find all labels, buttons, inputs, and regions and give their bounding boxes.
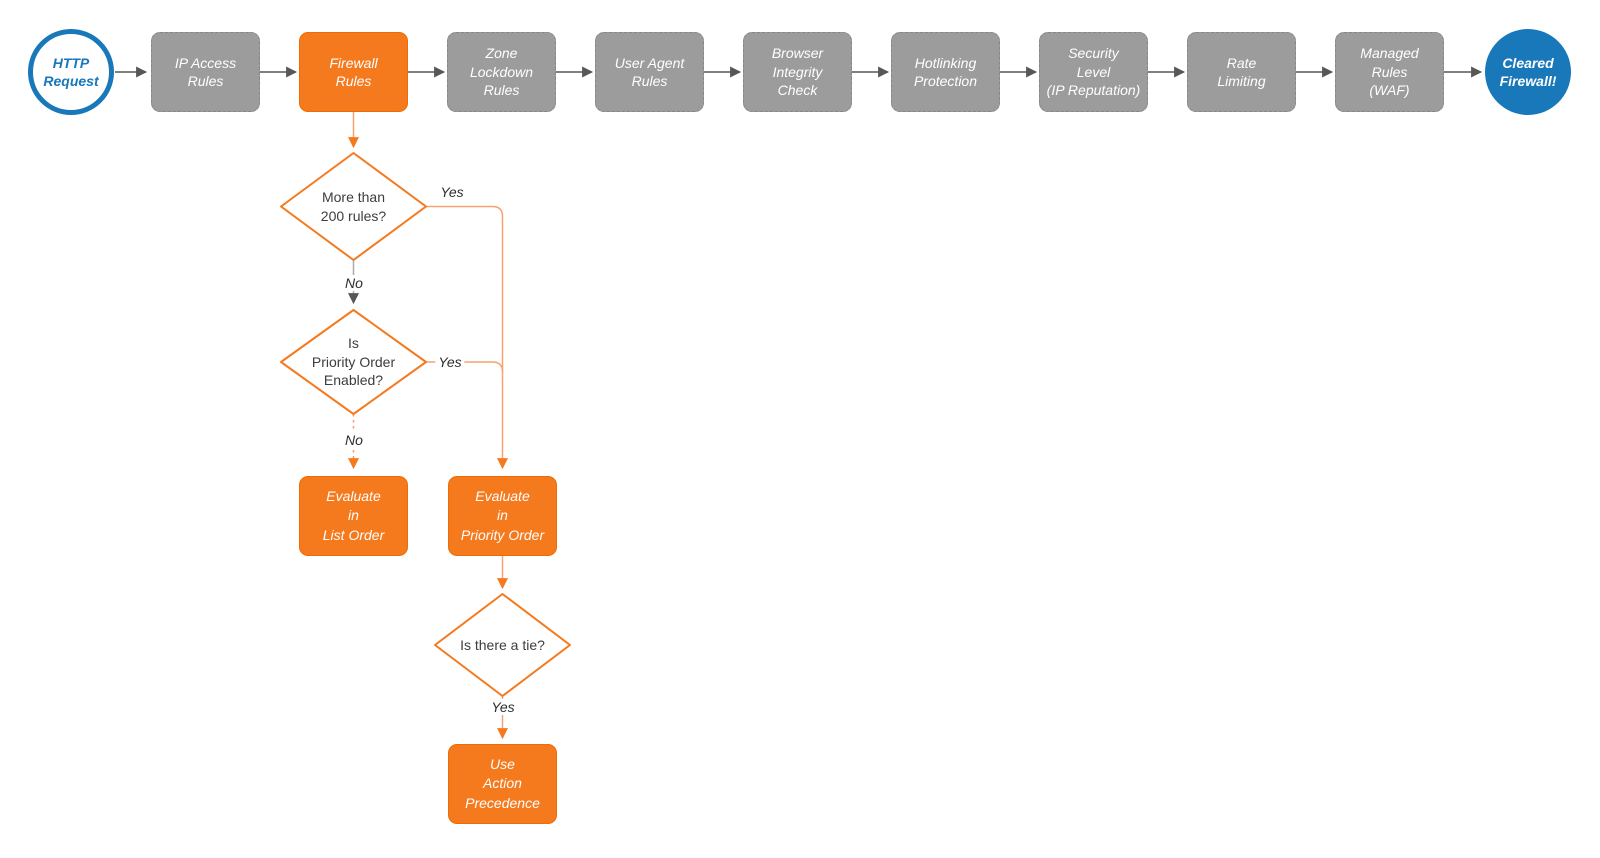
action-evaluate-in-list-order: Evaluate in List Order xyxy=(299,476,408,556)
stage-browser-integrity-check: Browser Integrity Check xyxy=(743,32,852,112)
edge-label-yes-3: Yes xyxy=(488,699,518,715)
action-use-action-precedence: Use Action Precedence xyxy=(448,744,557,824)
stage-label: IP Access Rules xyxy=(174,54,237,89)
stage-managed-rules-waf: Managed Rules (WAF) xyxy=(1335,32,1444,112)
edge-label-no-2: No xyxy=(342,432,366,448)
action-label: Evaluate in List Order xyxy=(322,487,385,543)
action-evaluate-in-priority-order: Evaluate in Priority Order xyxy=(448,476,557,556)
stage-label: Browser Integrity Check xyxy=(771,45,824,99)
stage-label: User Agent Rules xyxy=(614,54,685,89)
start-node-http-request: HTTP Request xyxy=(28,29,114,115)
decision-text: Is Priority Order Enabled? xyxy=(311,334,396,389)
edge-label-yes-1: Yes xyxy=(437,184,467,200)
stage-label: Rate Limiting xyxy=(1217,54,1266,89)
action-label: Use Action Precedence xyxy=(465,755,540,811)
stage-label: Hotlinking Protection xyxy=(913,54,978,89)
stage-zone-lockdown-rules: Zone Lockdown Rules xyxy=(447,32,556,112)
decision-text: More than 200 rules? xyxy=(320,188,387,224)
decision-diamond-priority-order-enabled xyxy=(280,309,427,415)
stage-label: Security Level (IP Reputation) xyxy=(1046,45,1141,99)
decision-label-is-there-a-tie: Is there a tie? xyxy=(435,594,570,696)
stage-ip-access-rules: IP Access Rules xyxy=(151,32,260,112)
decision-diamond-is-there-a-tie xyxy=(434,593,571,697)
stage-label: Managed Rules (WAF) xyxy=(1360,45,1419,99)
edge-label-no-1: No xyxy=(342,275,366,291)
decision-text: Is there a tie? xyxy=(460,636,545,653)
edge-label-yes-2: Yes xyxy=(435,354,465,370)
stage-firewall-rules: Firewall Rules xyxy=(299,32,408,112)
stage-label: Zone Lockdown Rules xyxy=(469,45,534,99)
start-node-label: HTTP Request xyxy=(43,54,99,89)
end-node-label: Cleared Firewall! xyxy=(1499,54,1557,89)
end-node-cleared-firewall: Cleared Firewall! xyxy=(1485,29,1571,115)
decision-label-priority-order-enabled: Is Priority Order Enabled? xyxy=(281,310,426,414)
arrow-decision2-yes-join xyxy=(426,361,504,373)
decision-label-more-than-200-rules: More than 200 rules? xyxy=(281,153,426,260)
action-label: Evaluate in Priority Order xyxy=(460,487,545,543)
decision-diamond-more-than-200-rules xyxy=(280,152,427,261)
stage-security-level: Security Level (IP Reputation) xyxy=(1039,32,1148,112)
stage-label: Firewall Rules xyxy=(329,54,378,89)
stage-hotlinking-protection: Hotlinking Protection xyxy=(891,32,1000,112)
stage-user-agent-rules: User Agent Rules xyxy=(595,32,704,112)
arrow-decision1-yes-to-priority-order xyxy=(426,205,508,470)
stage-rate-limiting: Rate Limiting xyxy=(1187,32,1296,112)
